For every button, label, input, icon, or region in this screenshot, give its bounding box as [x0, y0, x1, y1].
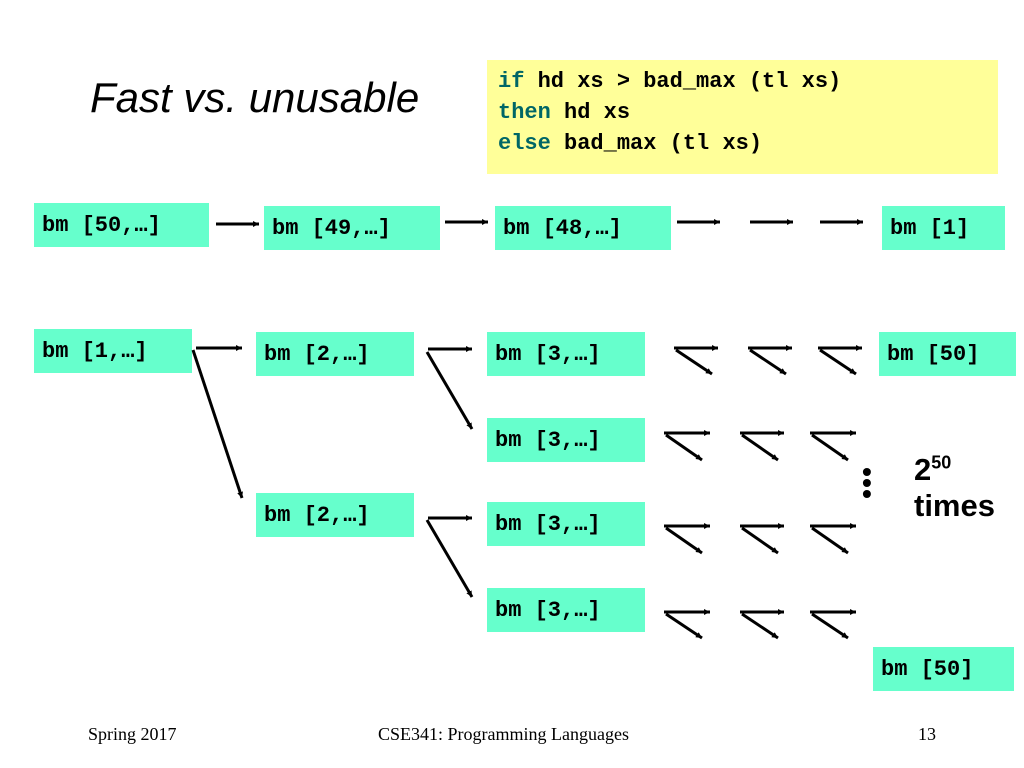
tree-arrow	[425, 351, 474, 430]
tree-leaf-bottom: bm [50]	[873, 647, 1014, 691]
fast-chain-node-2: bm [49,…]	[264, 206, 440, 250]
fork-arrow	[665, 526, 703, 555]
tree-node-level2-b: bm [2,…]	[256, 493, 414, 537]
code-line-2: then hd xs	[498, 97, 998, 128]
footer-date: Spring 2017	[88, 724, 177, 744]
code-text: bad_max (tl xs)	[550, 131, 763, 156]
code-text: hd xs > bad_max (tl xs)	[524, 69, 842, 94]
fork-arrow	[741, 433, 779, 462]
tree-leaf-top: bm [50]	[879, 332, 1016, 376]
fork-arrow	[811, 526, 849, 555]
code-line-3: else bad_max (tl xs)	[498, 128, 998, 159]
fast-chain-node-last: bm [1]	[882, 206, 1005, 250]
code-text: hd xs	[550, 100, 631, 125]
fork-arrow	[811, 433, 849, 462]
count-exponent: 50	[931, 452, 952, 473]
tree-arrow	[425, 519, 474, 598]
code-keyword-else: else	[498, 131, 551, 156]
tree-node-level3-c: bm [3,…]	[487, 502, 645, 546]
tree-node-level3-b: bm [3,…]	[487, 418, 645, 462]
fork-arrow	[741, 526, 779, 555]
fork-arrow	[749, 348, 787, 376]
fast-chain-node-1: bm [50,…]	[34, 203, 209, 247]
footer-page-number: 13	[918, 724, 936, 744]
fork-arrow	[665, 612, 703, 640]
call-count-label: 250 times	[914, 452, 995, 523]
slide-title: Fast vs. unusable	[90, 74, 420, 121]
fork-arrow	[665, 433, 703, 462]
tree-arrow	[191, 349, 244, 499]
footer-course: CSE341: Programming Languages	[378, 724, 629, 744]
tree-root-node: bm [1,…]	[34, 329, 192, 373]
fork-arrow	[811, 612, 849, 640]
tree-node-level2-a: bm [2,…]	[256, 332, 414, 376]
count-base: 2	[914, 452, 932, 487]
fork-arrow	[819, 348, 857, 376]
fork-arrow	[675, 348, 713, 376]
code-keyword-if: if	[498, 69, 525, 94]
code-line-1: if hd xs > bad_max (tl xs)	[498, 66, 998, 97]
code-snippet: if hd xs > bad_max (tl xs) then hd xs el…	[487, 60, 998, 174]
tree-node-level3-a: bm [3,…]	[487, 332, 645, 376]
fork-arrow	[741, 612, 779, 640]
vertical-ellipsis: •••	[862, 456, 872, 509]
count-word: times	[914, 487, 995, 523]
tree-node-level3-d: bm [3,…]	[487, 588, 645, 632]
code-keyword-then: then	[498, 100, 551, 125]
fast-chain-node-3: bm [48,…]	[495, 206, 671, 250]
